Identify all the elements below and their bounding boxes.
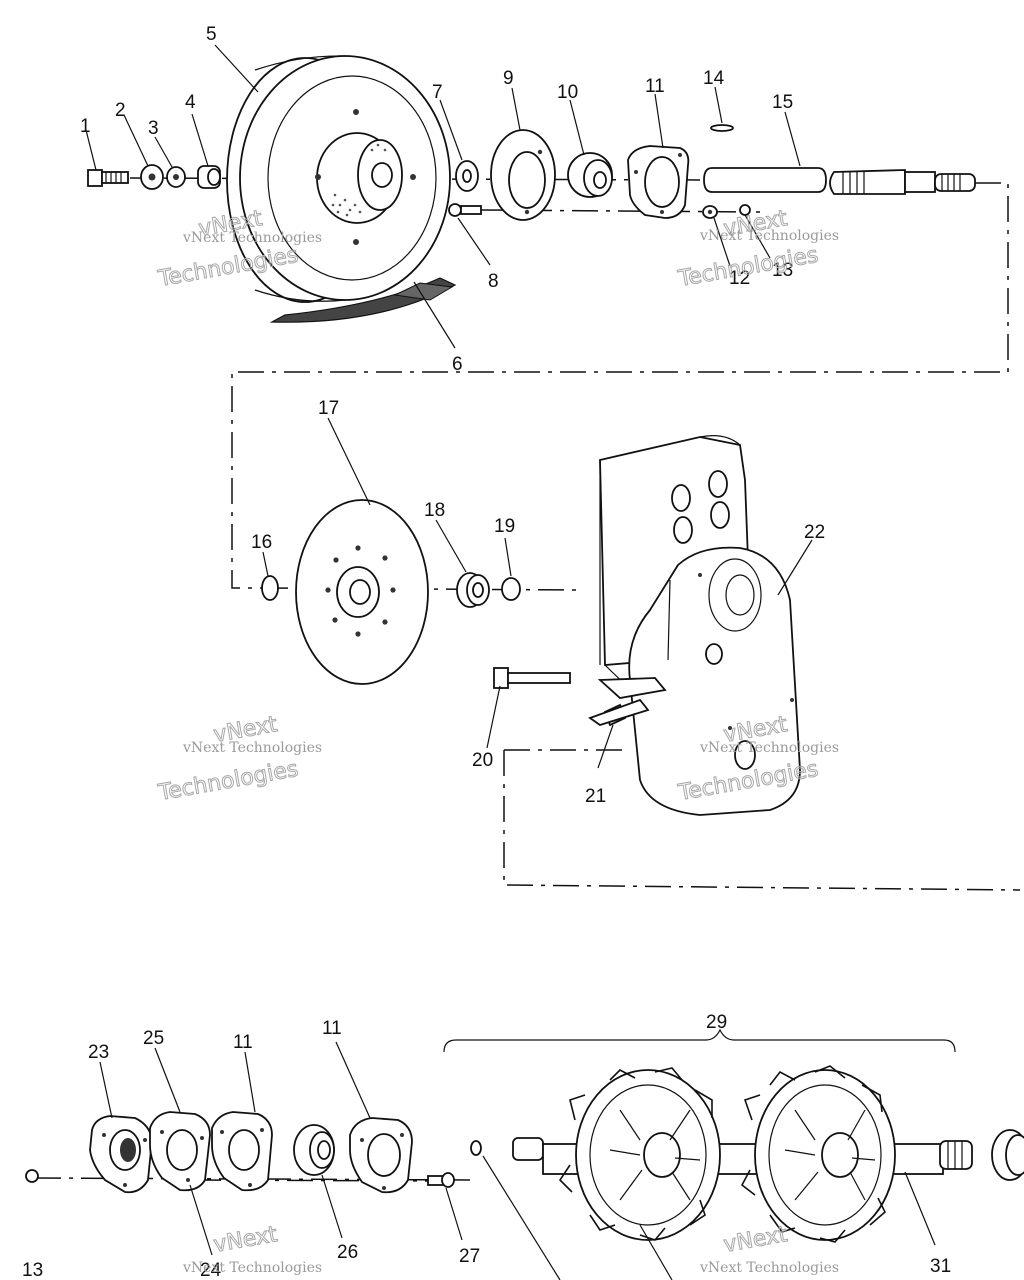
screw-part-8 xyxy=(448,203,482,217)
flange-plate-part-9 xyxy=(490,129,556,221)
flange-part-11-top xyxy=(627,145,690,219)
label-part-16: 16 xyxy=(251,532,272,553)
label-part-17: 17 xyxy=(318,398,339,419)
label-part-6: 6 xyxy=(452,354,463,375)
part-labels: 1 2 3 4 5 6 7 8 9 10 11 12 13 14 15 16 1… xyxy=(22,24,951,1280)
label-part-13-bottom: 13 xyxy=(22,1260,43,1280)
gasket-part-25 xyxy=(149,1111,211,1192)
chaincase-housing-part-22 xyxy=(588,435,801,816)
label-part-14: 14 xyxy=(703,68,725,89)
label-part-26: 26 xyxy=(337,1242,358,1263)
sprocket-left xyxy=(558,1067,721,1241)
connector-line-top-to-mid xyxy=(231,182,1009,589)
belt-segment-part-6 xyxy=(269,277,457,323)
label-part-23: 23 xyxy=(88,1042,109,1063)
label-part-11-bottom-b: 11 xyxy=(322,1018,342,1039)
svg-text:vNext Technologies: vNext Technologies xyxy=(699,1260,839,1276)
label-part-4: 4 xyxy=(185,92,196,113)
svg-text:Technologies: Technologies xyxy=(156,757,301,806)
label-part-8: 8 xyxy=(488,271,499,292)
bearing-part-10 xyxy=(567,152,613,198)
bearing-part-18 xyxy=(456,572,490,608)
label-part-10: 10 xyxy=(557,82,578,103)
bearing-part-26 xyxy=(293,1124,335,1176)
label-part-18: 18 xyxy=(424,500,445,521)
label-part-13-top: 13 xyxy=(772,260,793,281)
svg-text:vNext Technologies: vNext Technologies xyxy=(699,228,839,244)
label-part-22: 22 xyxy=(804,522,825,543)
disc-part-17 xyxy=(295,499,429,685)
o-ring-part-16 xyxy=(261,575,279,601)
bracket-part-29 xyxy=(443,1028,956,1053)
svg-text:vNext: vNext xyxy=(212,1222,280,1258)
label-part-15: 15 xyxy=(772,92,793,113)
label-part-19: 19 xyxy=(494,516,515,537)
label-part-1: 1 xyxy=(80,116,91,137)
connector-line-mid-to-bottom xyxy=(503,749,1021,891)
ring-part-19 xyxy=(501,577,521,601)
bolt-part-20 xyxy=(493,667,571,689)
flange-part-11-bottom-b xyxy=(349,1117,413,1194)
label-part-29: 29 xyxy=(706,1012,727,1033)
washer-part-3 xyxy=(166,166,186,188)
label-part-5: 5 xyxy=(206,24,217,45)
label-part-7: 7 xyxy=(432,82,443,103)
label-part-12: 12 xyxy=(729,268,750,289)
sprocket-right xyxy=(740,1065,896,1243)
watermark-top-right: vNext vNext Technologies Technologies xyxy=(675,206,839,293)
svg-text:vNext Technologies: vNext Technologies xyxy=(182,1260,322,1276)
leader-lines-mid xyxy=(262,417,813,769)
flange-part-11-bottom-a xyxy=(211,1111,273,1192)
label-part-2: 2 xyxy=(115,100,126,121)
pulley-wheel-part-5 xyxy=(226,55,451,303)
washer-part-7 xyxy=(455,160,479,192)
svg-text:vNext Technologies: vNext Technologies xyxy=(182,230,322,246)
drive-shaft-sprockets-part-29 xyxy=(470,1065,973,1243)
watermark-mid-left: vNext vNext Technologies Technologies xyxy=(155,712,322,807)
pin-part-15 xyxy=(703,167,827,193)
leader-lines-bottom xyxy=(99,1041,936,1280)
label-part-27: 27 xyxy=(459,1246,480,1267)
watermark-bottom-left: vNext vNext Technologies xyxy=(182,1222,322,1276)
label-part-25: 25 xyxy=(143,1028,164,1049)
label-part-24: 24 xyxy=(200,1260,222,1280)
svg-text:vNext: vNext xyxy=(722,1222,790,1258)
washer-part-2 xyxy=(140,164,164,190)
label-part-3: 3 xyxy=(148,118,159,139)
label-part-20: 20 xyxy=(472,750,493,771)
flange-part-23 xyxy=(89,1115,153,1194)
svg-text:vNext Technologies: vNext Technologies xyxy=(182,740,322,756)
label-part-11-top: 11 xyxy=(645,76,665,97)
label-part-9: 9 xyxy=(503,68,514,89)
nut-part-12 xyxy=(702,205,718,219)
label-part-11-bottom-a: 11 xyxy=(233,1032,253,1053)
label-part-21: 21 xyxy=(585,786,606,807)
svg-text:vNext Technologies: vNext Technologies xyxy=(699,740,839,756)
drive-shaft-top xyxy=(829,169,976,195)
spacer-part-4 xyxy=(197,165,221,189)
label-part-31: 31 xyxy=(930,1256,951,1277)
nut-part-13-bottom xyxy=(25,1169,39,1183)
bearing-right-edge xyxy=(991,1129,1024,1181)
screw-part-27 xyxy=(427,1172,455,1188)
bolt-part-1 xyxy=(87,169,129,187)
leader-lines-top xyxy=(85,44,801,349)
key-part-14 xyxy=(710,124,734,132)
